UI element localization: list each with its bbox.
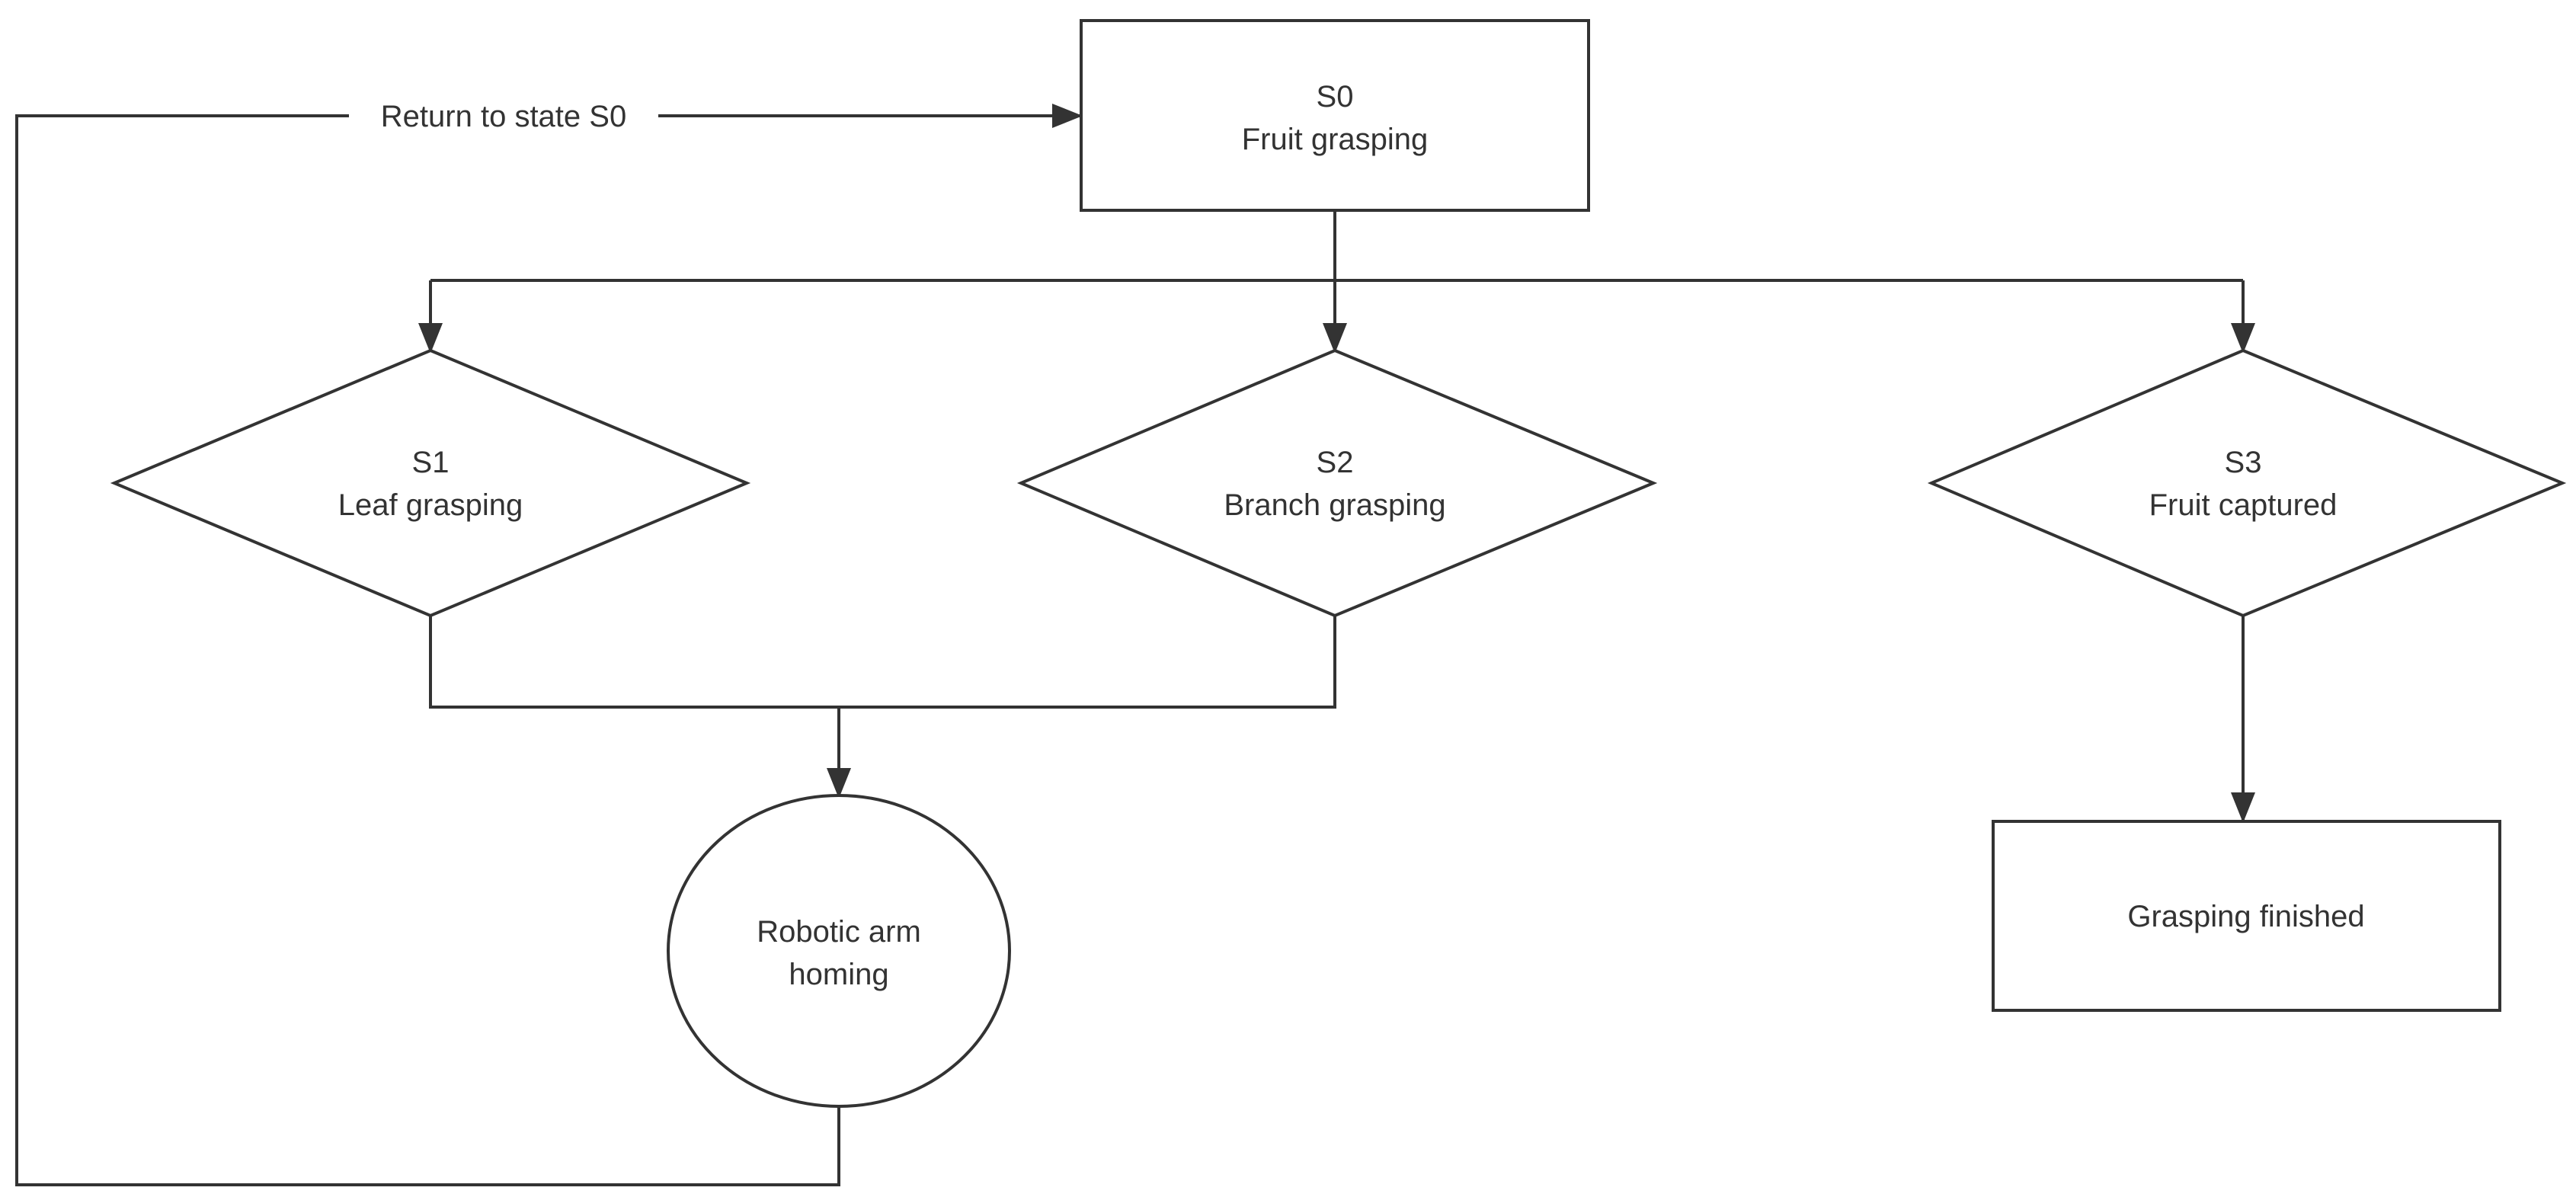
node-s1: S1 Leaf grasping <box>110 348 751 618</box>
node-finished-box <box>1992 820 2501 1012</box>
node-homing-circle <box>667 794 1011 1108</box>
node-s3-id: S3 <box>2225 446 2262 479</box>
node-homing-line1: Robotic arm <box>757 915 921 949</box>
node-finished: Grasping finished <box>1992 820 2501 1012</box>
edge-s1-to-merge <box>429 616 1336 709</box>
node-s1-id: S1 <box>412 446 450 479</box>
node-s0: S0 Fruit grasping <box>1080 19 1590 212</box>
return-label: Return to state S0 <box>349 94 658 137</box>
node-s2-label: Branch grasping <box>1224 488 1445 522</box>
node-s3: S3 Fruit captured <box>1927 348 2567 618</box>
node-homing-line2: homing <box>789 958 888 991</box>
node-s2: S2 Branch grasping <box>1016 348 1658 618</box>
node-s0-id: S0 <box>1317 80 1354 114</box>
node-s2-id: S2 <box>1317 446 1354 479</box>
return-label-background <box>349 94 658 137</box>
node-s0-label: Fruit grasping <box>1242 123 1429 156</box>
node-s2-diamond <box>1016 348 1658 618</box>
return-label-text: Return to state S0 <box>381 100 626 133</box>
node-s1-diamond <box>110 348 751 618</box>
node-s3-label: Fruit captured <box>2149 488 2338 522</box>
edges <box>15 104 2255 1186</box>
node-homing: Robotic arm homing <box>667 794 1011 1108</box>
node-s3-diamond <box>1927 348 2567 618</box>
node-s0-box <box>1080 19 1590 212</box>
node-finished-label: Grasping finished <box>2127 900 2364 933</box>
node-s1-label: Leaf grasping <box>338 488 523 522</box>
